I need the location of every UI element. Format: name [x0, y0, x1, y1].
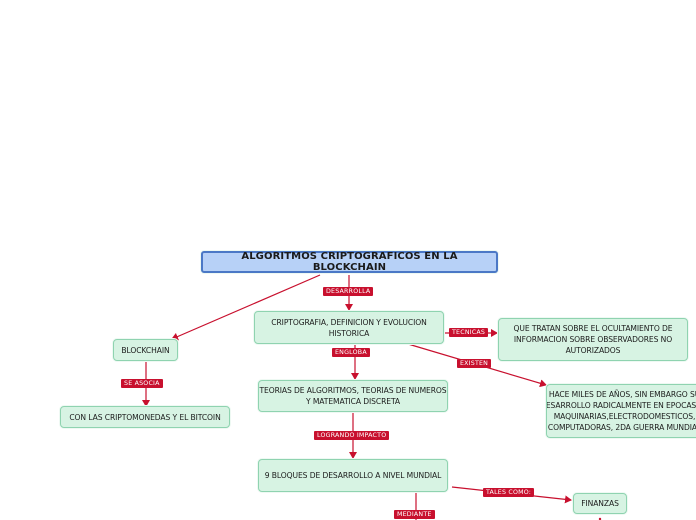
node-teorias[interactable]: TEORIAS DE ALGORITMOS, TEORIAS DE NUMERO… [258, 380, 448, 412]
finanzas-continuation-dot [598, 517, 602, 520]
node-criptomonedas[interactable]: CON LAS CRIPTOMONEDAS Y EL BITCOIN [60, 406, 230, 428]
node-ocultamiento-text: QUE TRATAN SOBRE EL OCULTAMIENTO DE INFO… [513, 324, 673, 355]
node-bloques-text: 9 BLOQUES DE DESARROLLO A NIVEL MUNDIAL [264, 471, 442, 480]
node-historia-text: HACE MILES DE AÑOS, SIN EMBARGO SU DESAR… [546, 390, 696, 432]
node-ocultamiento[interactable]: QUE TRATAN SOBRE EL OCULTAMIENTO DE INFO… [498, 318, 688, 361]
node-criptomonedas-text: CON LAS CRIPTOMONEDAS Y EL BITCOIN [69, 412, 221, 422]
root-topic[interactable]: ALGORITMOS CRIPTOGRAFICOS EN LA BLOCKCHA… [201, 251, 498, 273]
label-tales-como: TALES COMO: [483, 488, 535, 497]
node-blockchain-text: BLOCKCHAIN [121, 345, 170, 355]
node-finanzas-text: FINANZAS [581, 499, 619, 508]
connector-root-to-blockchain [171, 274, 321, 341]
label-se-asocia: SE ASOCIA [121, 379, 163, 388]
node-blockchain[interactable]: BLOCKCHAIN [113, 339, 178, 361]
node-historia[interactable]: HACE MILES DE AÑOS, SIN EMBARGO SU DESAR… [546, 384, 696, 438]
node-teorias-text: TEORIAS DE ALGORITMOS, TEORIAS DE NUMERO… [259, 386, 447, 406]
label-logrando-impacto: LOGRANDO IMPACTO [314, 431, 390, 440]
node-finanzas[interactable]: FINANZAS [573, 493, 627, 514]
node-criptografia-text: CRIPTOGRAFIA, DEFINICION Y EVOLUCION HIS… [271, 317, 427, 338]
label-tecnicas: TECNICAS [449, 328, 489, 337]
label-desarrolla: DESARROLLA [323, 287, 374, 296]
node-criptografia[interactable]: CRIPTOGRAFIA, DEFINICION Y EVOLUCION HIS… [254, 311, 444, 344]
label-existen: EXISTEN [457, 359, 492, 368]
node-bloques[interactable]: 9 BLOQUES DE DESARROLLO A NIVEL MUNDIAL [258, 459, 448, 492]
label-engloba: ENGLOBA [332, 348, 370, 357]
label-mediante: MEDIANTE [394, 510, 435, 519]
root-title: ALGORITMOS CRIPTOGRAFICOS EN LA BLOCKCHA… [241, 251, 458, 273]
